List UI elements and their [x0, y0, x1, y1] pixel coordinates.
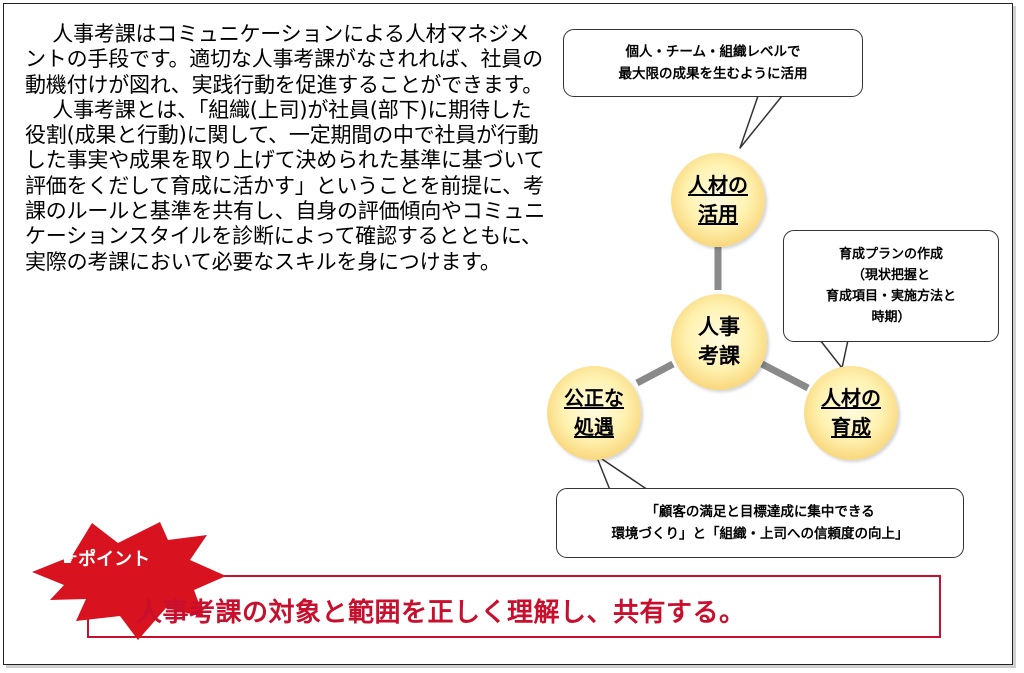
node-talent-development: 人材の 育成 — [804, 366, 898, 460]
node-center-line-2: 考課 — [698, 344, 740, 368]
node-top-line-1: 人材の — [688, 173, 748, 197]
callout-bottom-pointer — [595, 454, 649, 491]
connector-left — [635, 360, 675, 387]
node-personnel-evaluation: 人事 考課 — [671, 294, 767, 390]
node-top-line-2: 活用 — [698, 202, 738, 226]
callout-bottom-line-2: 環境づくり」と「組織・上司への信頼度の向上」 — [611, 526, 909, 542]
point-burst — [32, 522, 226, 640]
callout-right-line-3: 育成項目・実施方法と — [825, 289, 956, 304]
body-text: 人事考課はコミュニケーションによる人材マネジメントの手段です。適切な人事考課がな… — [25, 22, 549, 275]
callout-bottom: 「顧客の満足と目標達成に集中できる 環境づくり」と「組織・上司への信頼度の向上」 — [556, 488, 964, 558]
callout-right-line-1: 育成プランの作成 — [838, 247, 943, 262]
node-center-line-1: 人事 — [698, 315, 740, 339]
callout-right: 育成プランの作成 （現状把握と 育成項目・実施方法と 時期） — [783, 230, 999, 342]
point-text: 人事考課の対象と範囲を正しく理解し、共有する。 — [136, 598, 746, 628]
callout-right-pointer — [819, 339, 849, 369]
callout-top-pointer — [739, 95, 783, 149]
node-talent-utilization: 人材の 活用 — [671, 153, 765, 247]
node-left-line-1: 公正な — [564, 386, 624, 410]
body-paragraph-2: 人事考課とは、「組織(上司)が社員(部下)に期待した役割(成果と行動)に関して、… — [25, 97, 545, 274]
connector-right — [760, 360, 810, 392]
callout-right-line-4: 時期） — [871, 310, 911, 325]
node-right-line-2: 育成 — [831, 415, 871, 439]
node-left-line-2: 処遇 — [574, 415, 614, 439]
point-badge-label: ☛ポイント — [62, 549, 151, 570]
callout-right-line-2: （現状把握と — [851, 268, 930, 283]
node-fair-treatment: 公正な 処遇 — [547, 366, 641, 460]
node-right-line-1: 人材の — [821, 386, 881, 410]
callout-top-line-2: 最大限の成果を生むように活用 — [618, 66, 808, 82]
callout-bottom-line-1: 「顧客の満足と目標達成に集中できる — [645, 504, 875, 520]
callout-top: 個人・チーム・組織レベルで 最大限の成果を生むように活用 — [563, 29, 863, 97]
callout-top-line-1: 個人・チーム・組織レベルで — [625, 44, 801, 60]
body-paragraph-1: 人事考課はコミュニケーションによる人材マネジメントの手段です。適切な人事考課がな… — [25, 22, 544, 97]
point-banner-box — [87, 575, 941, 638]
